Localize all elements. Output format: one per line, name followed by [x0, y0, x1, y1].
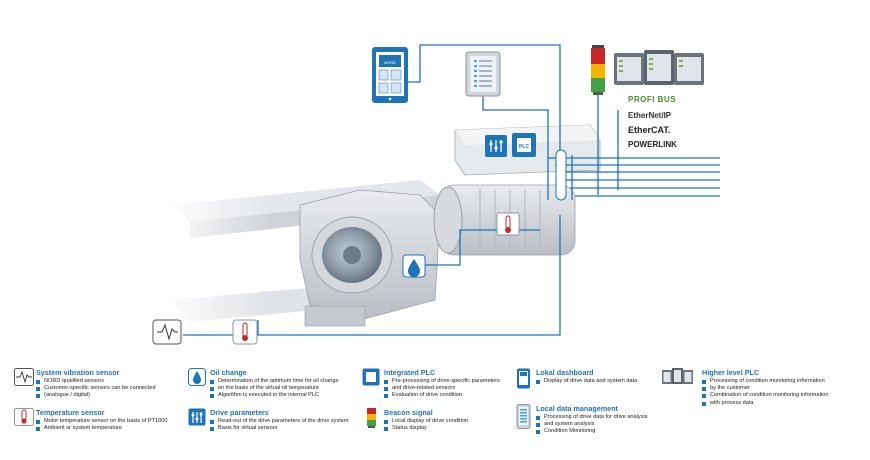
vibration-sensor-icon — [152, 319, 182, 345]
legend-bullet: Algorithm is executed in the internal PL… — [210, 392, 339, 399]
ethercat-logo: EtherCAT. — [628, 125, 671, 135]
legend-bullet: Motor temperature sensor on the basis of… — [36, 418, 167, 425]
powerlink-logo: POWERLINK — [628, 140, 677, 149]
legend-bullet: with process data — [702, 400, 828, 407]
legend-bullet: Combination of condition monitoring info… — [702, 392, 828, 399]
profibus-logo: PROFI BUS — [628, 95, 677, 104]
connection-nodes — [555, 149, 567, 201]
legend-bullet: Processing of drive data for drive analy… — [536, 414, 648, 421]
legend-title: System vibration sensor — [36, 368, 120, 377]
legend-bullet: Basis for virtual sensors — [210, 425, 349, 432]
higher-level-plc-icon — [662, 368, 698, 388]
legend-bullet: Read-out of the drive parameters of the … — [210, 418, 349, 425]
motor-thermometer-icon — [496, 212, 520, 236]
legend-title: Drive parameters — [210, 408, 269, 417]
legend-title: Higher level PLC — [702, 368, 760, 377]
beacon-signal-icon — [591, 45, 605, 95]
legend-bullet: (analogue / digital) — [36, 392, 156, 399]
drive-system-diagram: NORD — [152, 44, 720, 345]
legend-bullet: Local display of drive condition — [384, 418, 468, 425]
temperature-sensor-icon — [232, 319, 258, 345]
oil-drop-icon — [188, 368, 208, 388]
legend-bullet: Evaluation of drive condition — [384, 392, 500, 399]
legend-title: Integrated PLC — [384, 368, 436, 377]
drive-parameters-icon — [485, 135, 507, 157]
svg-text:PLC: PLC — [519, 144, 529, 150]
legend-bullet: Ambient or system temperature — [36, 425, 167, 432]
legend-bullet: Customer-specific sensors can be connect… — [36, 385, 156, 392]
thermometer-icon — [14, 408, 34, 428]
legend-bullet: by the customer — [702, 385, 828, 392]
legend-bullet: and drive-related sensors — [384, 385, 500, 392]
legend-title: Temperature sensor — [36, 408, 105, 417]
ethernet-ip-logo: EtherNet/IP — [628, 111, 672, 120]
legend-title: Oil change — [210, 368, 247, 377]
nord-app-label: NORD — [384, 60, 396, 65]
oil-drop-icon — [402, 254, 426, 278]
nord-app-tablet-icon[interactable] — [372, 47, 408, 103]
tablet-dashboard-icon — [514, 368, 534, 389]
legend-title: Beacon signal — [384, 408, 433, 417]
legend-bullet: Display of drive data and system data — [536, 378, 637, 385]
drive-parameters-icon — [188, 408, 208, 428]
legend-bullet: Status display — [384, 425, 468, 432]
legend-bullet: Determination of the optimum time for oi… — [210, 378, 339, 385]
legend-bullet: Pre-processing of drive-specific paramet… — [384, 378, 500, 385]
beacon-signal-icon — [362, 408, 382, 428]
data-management-icon — [514, 404, 534, 429]
higher-level-plc-screens — [614, 50, 704, 85]
legend-bullet: on the basis of the virtual oil temperat… — [210, 385, 339, 392]
dashboard-tablet-icon[interactable] — [465, 51, 501, 97]
gearbox — [299, 189, 441, 327]
legend-bullet: and system analysis — [536, 421, 648, 428]
integrated-plc-icon — [362, 368, 382, 388]
legend-bullet: Processing of condition monitoring infor… — [702, 378, 828, 385]
legend-bullet: NORD qualified sensors — [36, 378, 156, 385]
vibration-sensor-icon — [14, 368, 34, 388]
legend-title: Local data management — [536, 404, 618, 413]
integrated-plc-icon: PLC — [512, 133, 536, 157]
legend-title: Lokal dashboard — [536, 368, 594, 377]
legend: System vibration sensor NORD qualified s… — [0, 360, 870, 460]
legend-bullet: Condition Monitoring — [536, 428, 648, 435]
